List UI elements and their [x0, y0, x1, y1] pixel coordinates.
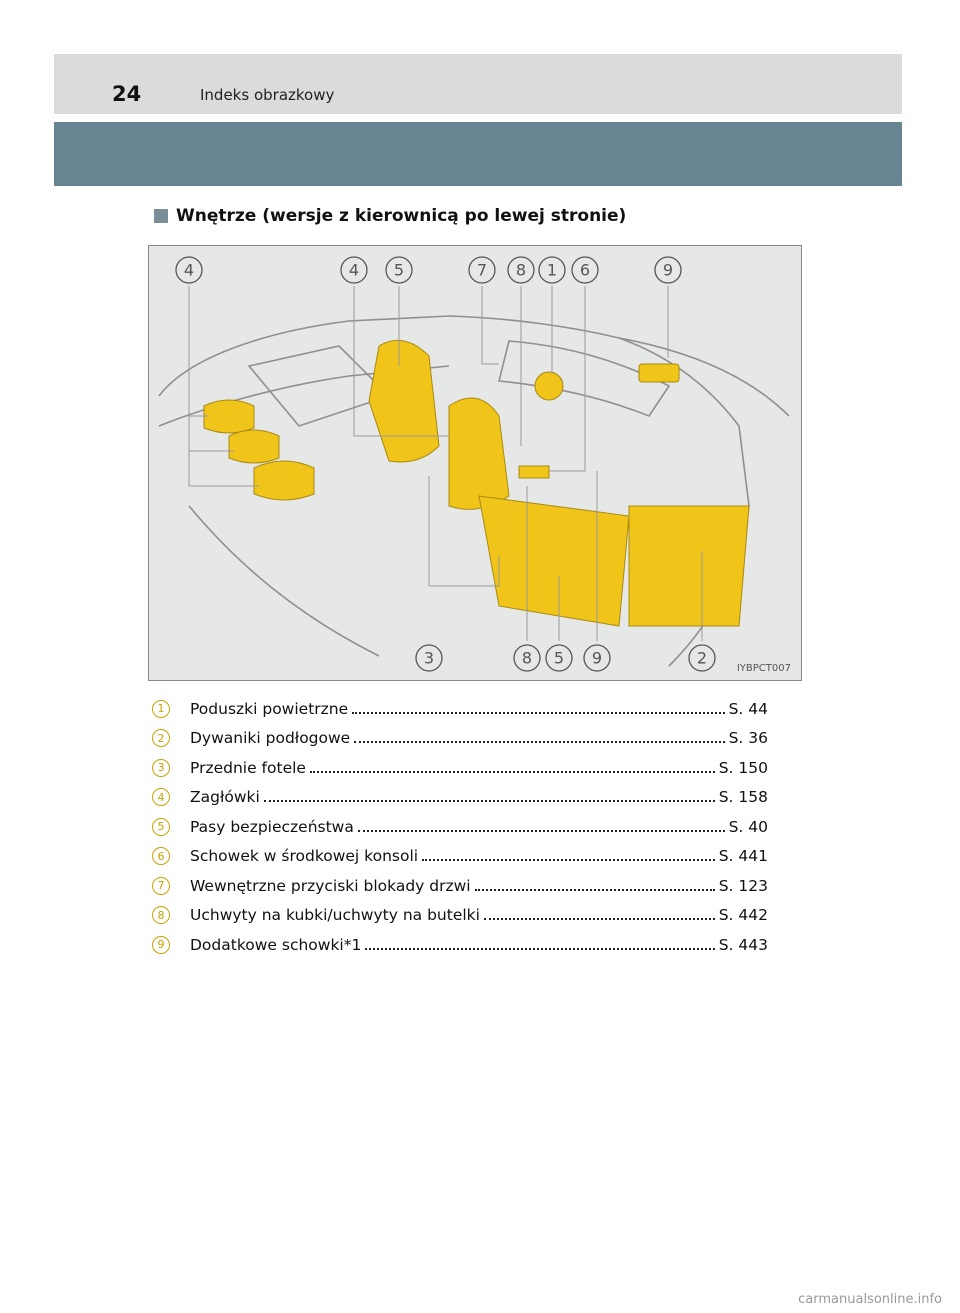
item-label: Poduszki powietrzne: [190, 699, 349, 718]
page-reference: S. 441: [718, 847, 768, 866]
rear-headrest-right: [253, 460, 315, 501]
item-number: 3: [152, 758, 170, 777]
list-item: 2 Dywaniki podłogowe S. 36: [152, 724, 768, 754]
leader-dots: [422, 847, 715, 862]
callout-circle: 1: [538, 256, 566, 284]
figure-code: IYBPCT007: [736, 663, 791, 674]
item-number: 5: [152, 817, 170, 836]
list-item: 6 Schowek w środkowej konsoli S. 441: [152, 842, 768, 872]
steering-airbag: [534, 371, 564, 401]
callout-circle: 5: [385, 256, 413, 284]
callout-label: 3: [424, 649, 434, 668]
list-item: 8 Uchwyty na kubki/uchwyty na butelki S. 4…: [152, 901, 768, 931]
page-reference: S. 150: [718, 758, 768, 777]
callout-circle: 8: [507, 256, 535, 284]
callout-circle: 5: [545, 644, 573, 672]
header-band: [54, 122, 902, 186]
rear-headrest-center: [228, 429, 280, 464]
callout-circle: 8: [513, 644, 541, 672]
watermark: carmanualsonline.info: [798, 1292, 942, 1307]
item-number: 1: [152, 699, 170, 718]
section-heading-text: Wnętrze (wersje z kierownicą po lewej st…: [176, 206, 627, 226]
item-number: 7: [152, 876, 170, 895]
callout-circle: 4: [175, 256, 203, 284]
callout-label: 4: [349, 261, 359, 280]
callout-label: 1: [547, 261, 557, 280]
list-item: 3 Przednie fotele S. 150: [152, 753, 768, 783]
callout-circle: 3: [415, 644, 443, 672]
callout-circle: 7: [468, 256, 496, 284]
item-number: 2: [152, 729, 170, 748]
interior-illustration: 4 4 5 7 8 1 6 9 3 8 5 9 2: [158, 256, 790, 672]
list-item: 1 Poduszki powietrzne S. 44: [152, 694, 768, 724]
item-label: Schowek w środkowej konsoli: [190, 847, 419, 866]
item-label: Dodatkowe schowki*1: [190, 935, 362, 954]
running-title: Indeks obrazkowy: [200, 86, 335, 104]
page-reference: S. 442: [718, 906, 768, 925]
list-item: 5 Pasy bezpieczeństwa S. 40: [152, 812, 768, 842]
callout-circle: 4: [340, 256, 368, 284]
callout-label: 8: [516, 261, 526, 280]
callouts-top: 4 4 5 7 8 1 6 9: [175, 256, 682, 284]
leader-dots: [309, 759, 715, 773]
rear-headrest-left: [203, 399, 255, 434]
front-seat-left: [368, 339, 440, 463]
item-label: Zagłówki: [190, 788, 260, 807]
page-reference: S. 123: [718, 876, 768, 895]
front-cushion: [478, 495, 630, 627]
leader-dots: [474, 877, 715, 891]
page-reference: S. 44: [728, 699, 768, 718]
callout-label: 2: [697, 649, 707, 668]
item-label: Pasy bezpieczeństwa: [190, 817, 354, 836]
callout-label: 7: [477, 261, 487, 280]
list-item: 9 Dodatkowe schowki*1 S. 443: [152, 930, 768, 960]
front-seat-right: [448, 397, 510, 510]
callout-label: 5: [554, 649, 564, 668]
leader-dots: [352, 700, 725, 714]
callout-circle: 9: [654, 256, 682, 284]
callout-label: 6: [580, 261, 590, 280]
callout-label: 9: [663, 261, 673, 280]
callout-circle: 9: [583, 644, 611, 672]
item-label: Uchwyty na kubki/uchwyty na butelki: [190, 906, 480, 925]
page-reference: S. 36: [728, 729, 768, 748]
section-heading: Wnętrze (wersje z kierownicą po lewej st…: [154, 206, 626, 226]
page-reference: S. 158: [718, 788, 768, 807]
glovebox-storage: [638, 363, 680, 383]
item-label: Wewnętrzne przyciski blokady drzwi: [190, 876, 471, 895]
leader-lines: [188, 286, 703, 641]
console-cupholder: [518, 465, 550, 479]
page-reference: S. 40: [728, 817, 768, 836]
floor-mat: [628, 505, 750, 627]
page-number: 24: [112, 82, 142, 106]
header-bar: [54, 54, 902, 114]
leader-dots: [357, 818, 725, 832]
bullet-square-icon: [154, 209, 168, 223]
item-number: 8: [152, 906, 170, 925]
callout-label: 4: [184, 261, 194, 280]
highlighted-parts: [203, 339, 750, 627]
page-reference: S. 443: [718, 935, 768, 954]
callout-label: 8: [522, 649, 532, 668]
item-list: 1 Poduszki powietrzne S. 44 2 Dywaniki podł…: [152, 694, 768, 960]
list-item: 4 Zagłówki S. 158: [152, 783, 768, 813]
item-number: 4: [152, 788, 170, 807]
leader-dots: [263, 788, 715, 803]
callout-label: 5: [394, 261, 404, 280]
interior-figure: 4 4 5 7 8 1 6 9 3 8 5 9 2 IYBPCT007: [148, 245, 802, 681]
leader-dots: [365, 936, 715, 950]
callouts-bottom: 3 8 5 9 2: [415, 644, 716, 672]
callout-circle: 6: [571, 256, 599, 284]
leader-dots: [483, 906, 715, 921]
callout-circle: 2: [688, 644, 716, 672]
item-number: 9: [152, 935, 170, 954]
item-label: Dywaniki podłogowe: [190, 729, 351, 748]
item-label: Przednie fotele: [190, 758, 306, 777]
item-number: 6: [152, 847, 170, 866]
leader-dots: [354, 729, 725, 744]
list-item: 7 Wewnętrzne przyciski blokady drzwi S. 12…: [152, 871, 768, 901]
callout-label: 9: [592, 649, 602, 668]
